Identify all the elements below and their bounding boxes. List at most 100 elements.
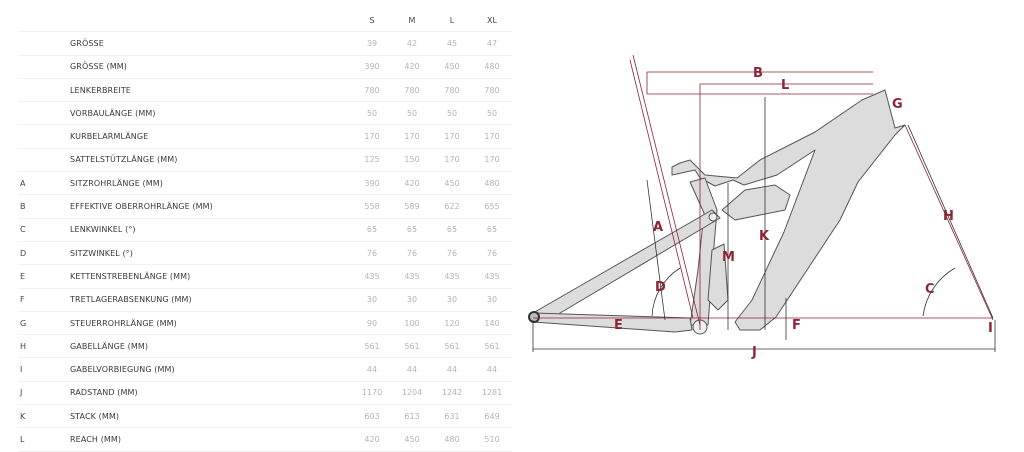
row-value-s: 50 bbox=[352, 101, 392, 126]
row-label: STEUERROHRLÄNGE (MM) bbox=[70, 311, 352, 336]
row-value-m: 42 bbox=[392, 31, 432, 56]
label-f: F bbox=[792, 318, 801, 333]
row-label: GABELLÄNGE (MM) bbox=[70, 334, 352, 359]
row-label: GABELVORBIEGUNG (MM) bbox=[70, 357, 352, 382]
row-value-l: 622 bbox=[432, 194, 472, 219]
row-letter: L bbox=[18, 427, 70, 452]
row-value-xl: 510 bbox=[472, 427, 512, 452]
row-letter: B bbox=[18, 194, 70, 219]
label-i: I bbox=[988, 321, 993, 336]
row-value-s: 39 bbox=[352, 31, 392, 56]
label-l: L bbox=[781, 78, 789, 93]
row-label: GRÖSSE bbox=[70, 31, 352, 56]
table-header-row: S M L XL bbox=[18, 9, 512, 33]
row-label: SATTELSTÜTZLÄNGE (MM) bbox=[70, 148, 352, 173]
row-letter bbox=[18, 101, 70, 126]
row-value-l: 76 bbox=[432, 241, 472, 266]
row-value-l: 65 bbox=[432, 218, 472, 242]
row-value-s: 435 bbox=[352, 264, 392, 289]
row-value-m: 780 bbox=[392, 78, 432, 103]
row-label: EFFEKTIVE OBERROHRLÄNGE (MM) bbox=[70, 194, 352, 219]
rear-axle bbox=[528, 311, 540, 323]
label-j: J bbox=[751, 345, 757, 360]
row-value-s: 420 bbox=[352, 427, 392, 452]
row-label: VORBAULÄNGE (MM) bbox=[70, 101, 352, 126]
column-header-xl: XL bbox=[472, 9, 512, 33]
row-value-xl: 561 bbox=[472, 334, 512, 359]
row-label: SITZROHRLÄNGE (MM) bbox=[70, 171, 352, 196]
label-c: C bbox=[925, 282, 935, 297]
row-value-xl: 76 bbox=[472, 241, 512, 266]
row-value-xl: 480 bbox=[472, 55, 512, 79]
label-m: M bbox=[722, 250, 735, 265]
row-value-s: 65 bbox=[352, 218, 392, 242]
row-value-xl: 1281 bbox=[472, 381, 512, 406]
dimension-lines bbox=[533, 54, 994, 330]
row-value-xl: 170 bbox=[472, 148, 512, 173]
row-letter: D bbox=[18, 241, 70, 266]
bike-frame bbox=[532, 89, 906, 333]
row-value-xl: 30 bbox=[472, 288, 512, 312]
row-value-s: 780 bbox=[352, 78, 392, 103]
shock-pivot bbox=[708, 212, 718, 222]
row-value-l: 780 bbox=[432, 78, 472, 103]
label-a: A bbox=[653, 220, 663, 235]
row-letter: F bbox=[18, 288, 70, 312]
row-value-m: 450 bbox=[392, 427, 432, 452]
row-value-xl: 649 bbox=[472, 404, 512, 429]
row-value-m: 420 bbox=[392, 171, 432, 196]
row-value-s: 125 bbox=[352, 148, 392, 173]
row-label: KETTENSTREBENLÄNGE (MM) bbox=[70, 264, 352, 289]
row-value-l: 170 bbox=[432, 124, 472, 149]
row-value-l: 50 bbox=[432, 101, 472, 126]
row-label: REACH (MM) bbox=[70, 427, 352, 452]
row-value-xl: 480 bbox=[472, 171, 512, 196]
row-letter: K bbox=[18, 404, 70, 429]
row-value-m: 76 bbox=[392, 241, 432, 266]
row-label: STACK (MM) bbox=[70, 404, 352, 429]
row-value-l: 561 bbox=[432, 334, 472, 359]
row-value-s: 390 bbox=[352, 171, 392, 196]
row-label: TRETLAGERABSENKUNG (MM) bbox=[70, 288, 352, 312]
row-value-s: 390 bbox=[352, 55, 392, 79]
row-letter bbox=[18, 148, 70, 173]
row-value-m: 1204 bbox=[392, 381, 432, 406]
row-letter bbox=[18, 55, 70, 79]
row-letter bbox=[18, 78, 70, 103]
label-k: K bbox=[759, 229, 770, 244]
row-letter: H bbox=[18, 334, 70, 359]
row-letter: E bbox=[18, 264, 70, 289]
row-letter: G bbox=[18, 311, 70, 336]
column-header-m: M bbox=[392, 9, 432, 33]
row-value-m: 30 bbox=[392, 288, 432, 312]
row-label: GRÖSSE (MM) bbox=[70, 55, 352, 79]
row-value-m: 435 bbox=[392, 264, 432, 289]
row-value-s: 1170 bbox=[352, 381, 392, 406]
row-value-m: 589 bbox=[392, 194, 432, 219]
measure-lines bbox=[532, 97, 996, 352]
row-value-m: 100 bbox=[392, 311, 432, 336]
row-label: KURBELARMLÄNGE bbox=[70, 124, 352, 149]
column-header-s: S bbox=[352, 9, 392, 33]
row-value-l: 30 bbox=[432, 288, 472, 312]
row-letter: C bbox=[18, 218, 70, 242]
row-value-l: 1242 bbox=[432, 381, 472, 406]
row-value-xl: 780 bbox=[472, 78, 512, 103]
column-header-l: L bbox=[432, 9, 472, 33]
label-b: B bbox=[753, 66, 763, 81]
row-letter: I bbox=[18, 357, 70, 382]
row-value-l: 45 bbox=[432, 31, 472, 56]
row-value-s: 76 bbox=[352, 241, 392, 266]
